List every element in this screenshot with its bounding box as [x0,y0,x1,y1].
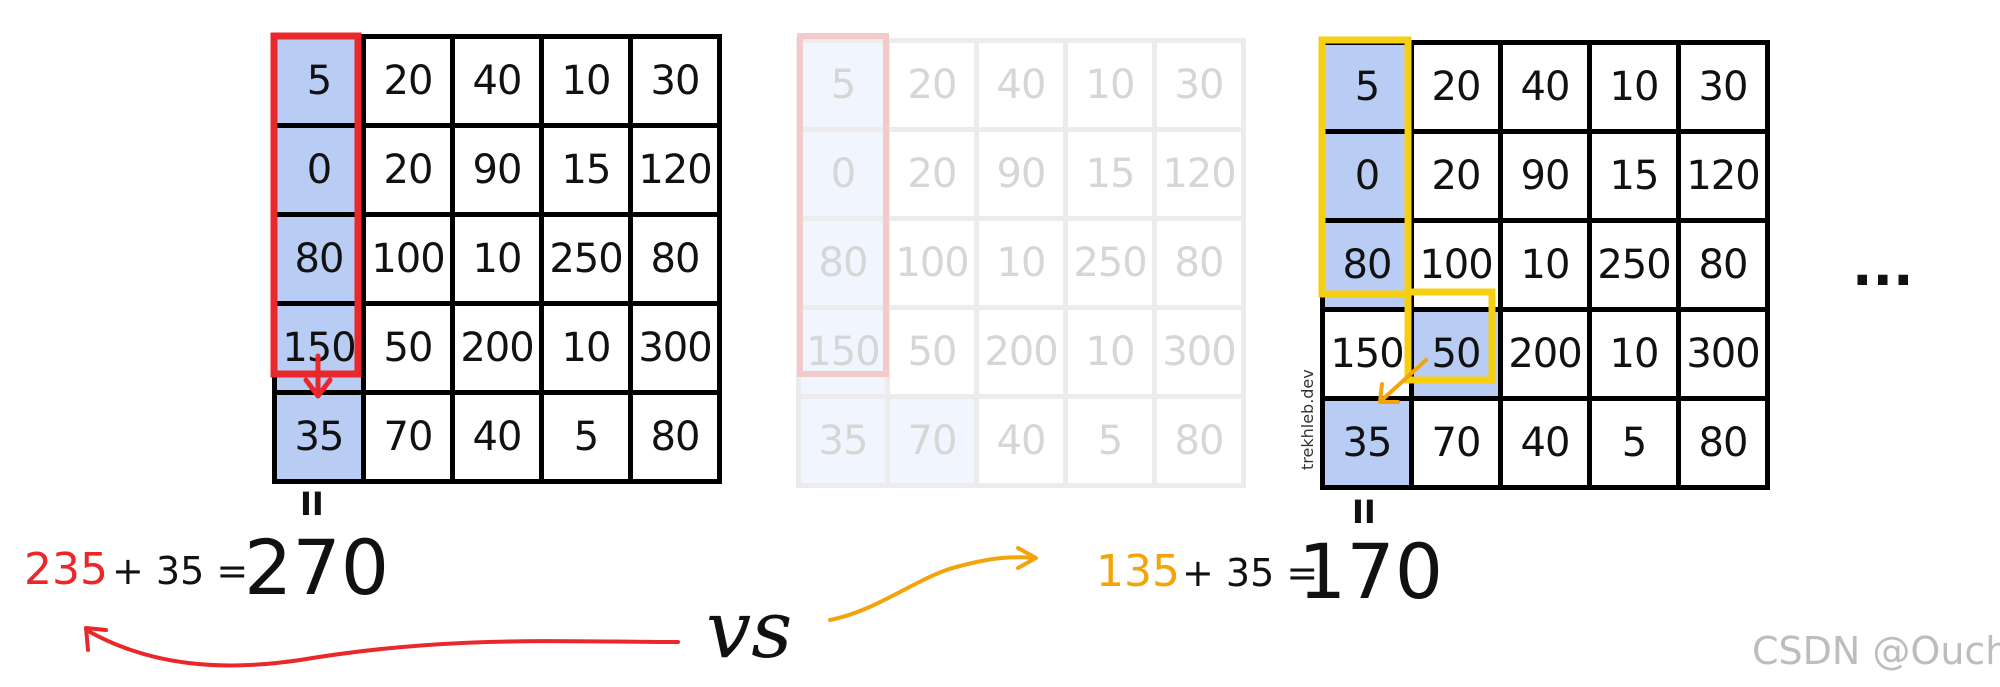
grid-cell: 100 [1414,223,1498,307]
grid-cell: 20 [1414,45,1498,129]
grid-cell: 80 [1681,223,1765,307]
grid-cell: 250 [1068,221,1152,305]
grid-cell: 35 [1325,401,1409,485]
grid-cell: 30 [633,39,717,123]
grid-cell: 250 [1592,223,1676,307]
grid-cell: 200 [1503,312,1587,396]
grid-cell: 40 [1503,45,1587,129]
grid-cell: 20 [890,132,974,216]
grid-cell: 15 [544,128,628,212]
grid-cell: 10 [1068,43,1152,127]
grid-cell: 150 [1325,312,1409,396]
grid-cell: 35 [801,399,885,483]
grid-cell: 5 [277,39,361,123]
left-result: 270 [244,523,390,612]
grid-cell: 90 [979,132,1063,216]
grid-cell: 35 [277,395,361,479]
grid-cell: 5 [1325,45,1409,129]
grid-cell: 15 [1068,132,1152,216]
orange-arrow-head [1016,546,1038,570]
grid-cell: 10 [544,39,628,123]
grid-cell: 80 [633,395,717,479]
grid-cell: 20 [890,43,974,127]
grid-cell: 10 [455,217,539,301]
grid-cell: 300 [1157,310,1241,394]
grid-cell: 40 [979,399,1063,483]
left-plus-35: + 35 = [112,549,249,593]
grid-cell: 0 [801,132,885,216]
grid-cell: 300 [633,306,717,390]
grid-cell: 10 [1503,223,1587,307]
grid-cell: 70 [890,399,974,483]
grid-cell: 100 [890,221,974,305]
grid-cell: 100 [366,217,450,301]
grid-cell: 40 [455,39,539,123]
grid-cell: 50 [1414,312,1498,396]
left-equals-mark: II [300,485,324,523]
grid-cell: 50 [366,306,450,390]
grid-cell: 70 [366,395,450,479]
right-plus-35: + 35 = [1182,551,1319,595]
grid-cell: 5 [1592,401,1676,485]
grid-cell: 10 [544,306,628,390]
grid-cell: 5 [1068,399,1152,483]
grid-cell: 5 [801,43,885,127]
grid-cell: 0 [1325,134,1409,218]
right-equals-mark: II [1352,493,1376,531]
grid-cell: 120 [633,128,717,212]
grid-cell: 70 [1414,401,1498,485]
red-curved-arrow [88,630,680,668]
grid-cell: 80 [633,217,717,301]
grid-cell: 120 [1681,134,1765,218]
grid-cell: 90 [1503,134,1587,218]
grid-cell: 10 [1592,312,1676,396]
vs-label: vs [706,583,793,676]
red-arrow-head [84,626,108,652]
grid-cell: 120 [1157,132,1241,216]
right-result: 170 [1298,527,1444,616]
grid-cell: 300 [1681,312,1765,396]
grid-cell: 20 [1414,134,1498,218]
grid-cell: 30 [1157,43,1241,127]
credit-label: trekhleb.dev [1298,369,1317,470]
grid-cell: 40 [979,43,1063,127]
grid-cell: 40 [1503,401,1587,485]
ellipsis: ... [1852,235,1914,298]
right-partial-sum: 135 [1096,546,1180,597]
grid-cell: 80 [1157,221,1241,305]
grid-cell: 5 [544,395,628,479]
grid-cell: 150 [277,306,361,390]
grid-cell: 30 [1681,45,1765,129]
grid-cell: 20 [366,128,450,212]
left-partial-sum: 235 [24,544,108,595]
grid-cell: 10 [979,221,1063,305]
watermark: CSDN @Ouch! [1752,629,2000,673]
grid-cell: 150 [801,310,885,394]
grid-cell: 50 [890,310,974,394]
grid-cell: 0 [277,128,361,212]
grid-cell: 80 [1325,223,1409,307]
grid-cell: 90 [455,128,539,212]
grid-cell: 80 [801,221,885,305]
grid-cell: 20 [366,39,450,123]
grid-cell: 200 [455,306,539,390]
grid-cell: 40 [455,395,539,479]
grid-cell: 250 [544,217,628,301]
grid-cell: 80 [277,217,361,301]
grid-cell: 10 [1068,310,1152,394]
grid-cell: 10 [1592,45,1676,129]
grid-cell: 15 [1592,134,1676,218]
grid-cell: 80 [1681,401,1765,485]
grid-cell: 80 [1157,399,1241,483]
grid-cell: 200 [979,310,1063,394]
orange-curved-arrow [828,555,1036,622]
